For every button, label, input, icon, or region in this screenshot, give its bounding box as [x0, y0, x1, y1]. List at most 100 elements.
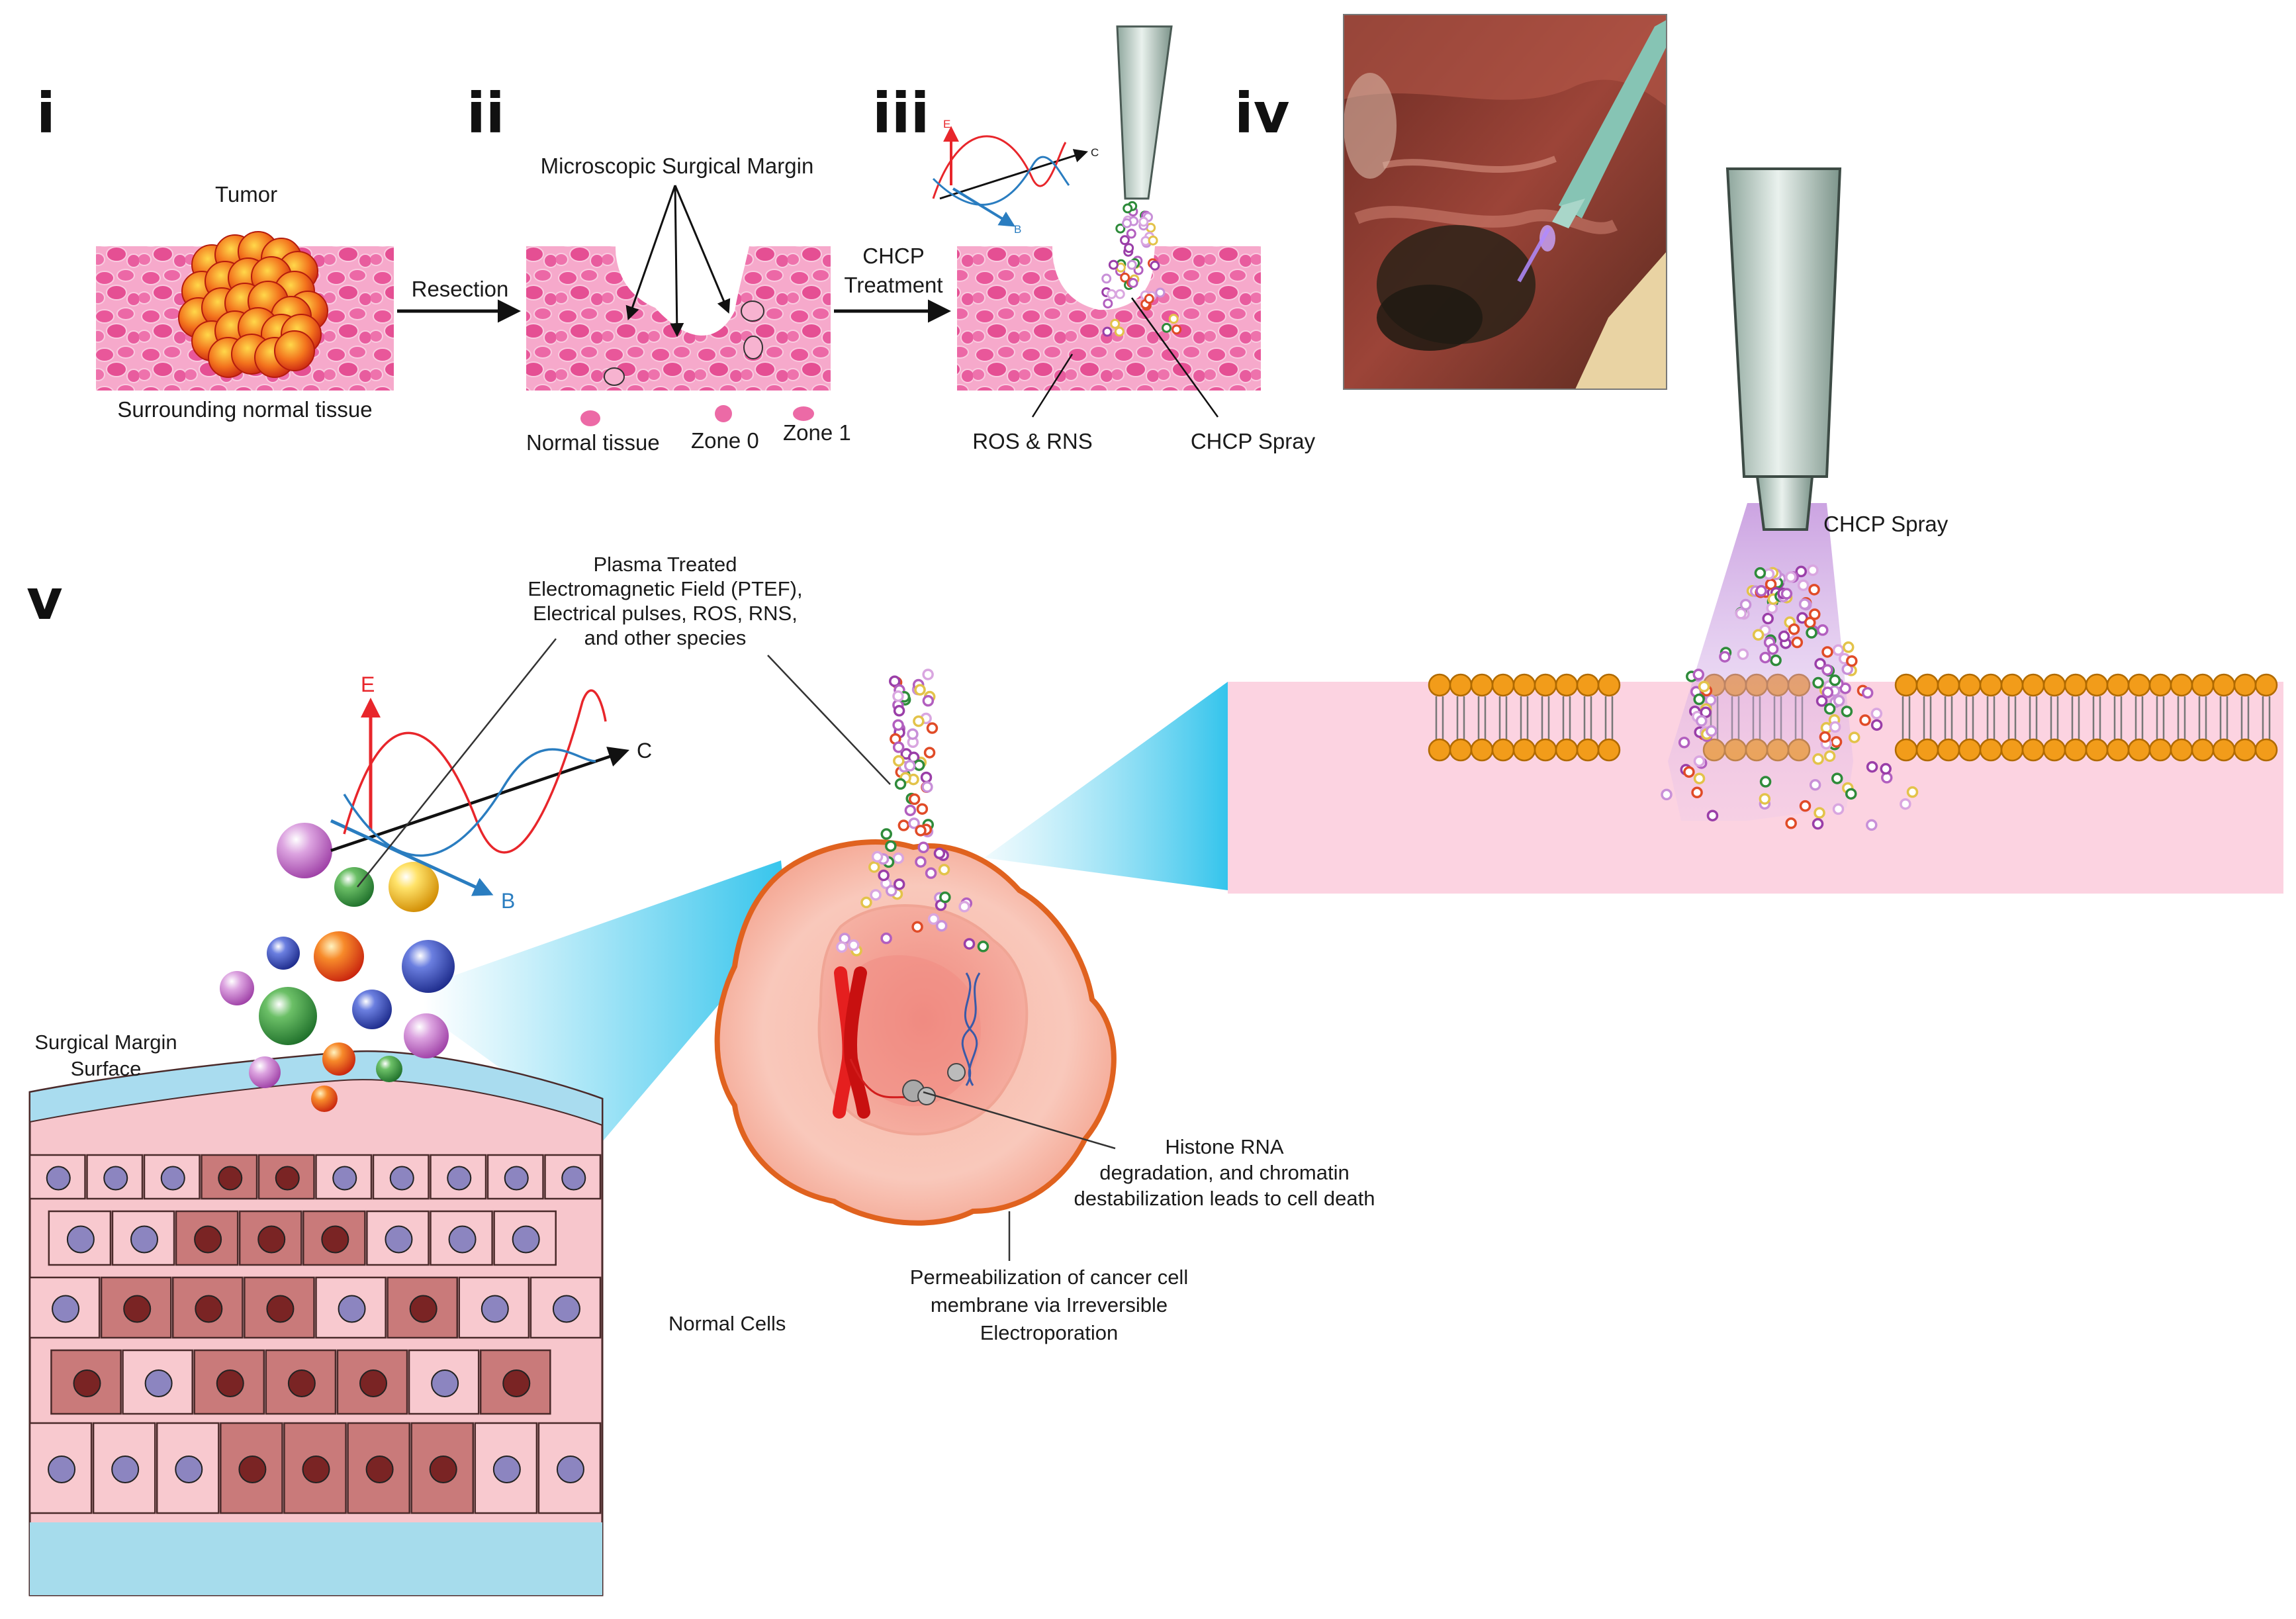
- chcp-spray-label-small: CHCP Spray: [1191, 429, 1316, 453]
- lipid-head: [2233, 673, 2257, 697]
- species-particle: [1821, 664, 1833, 676]
- cell-nucleus: [195, 1295, 223, 1323]
- svg-text:Normal tissue: Normal tissue: [526, 430, 660, 455]
- plasma-species-cloud: [220, 823, 455, 1112]
- lipid-head: [1915, 673, 1939, 697]
- species-particle: [1696, 715, 1708, 727]
- lipid-head: [1958, 673, 1982, 697]
- species-particle: [1809, 608, 1821, 620]
- species-particle: [1759, 793, 1771, 805]
- species-particle: [1128, 277, 1138, 288]
- cell-nucleus: [287, 1369, 316, 1397]
- species-particle: [1120, 272, 1130, 283]
- species-particle: [1115, 289, 1125, 299]
- chromatin-cluster: [902, 1063, 966, 1105]
- cell-nucleus: [385, 1225, 413, 1254]
- species-particle: [1759, 776, 1772, 788]
- lipid-head: [2106, 738, 2130, 762]
- lipid-head: [2000, 738, 2024, 762]
- margin-pointer-1: [625, 185, 676, 320]
- cell-nucleus: [73, 1369, 101, 1397]
- cell-nucleus: [409, 1295, 437, 1323]
- species-particle: [958, 900, 970, 913]
- chcp-arrow-label-2: Treatment: [844, 273, 942, 297]
- cell-nucleus: [216, 1369, 244, 1397]
- species-particle: [907, 728, 919, 740]
- species-particle: [1698, 680, 1710, 692]
- species-particle: [1788, 623, 1800, 635]
- species-particle: [933, 847, 946, 860]
- plasma-species-ball: [259, 987, 317, 1045]
- cell-nucleus: [321, 1225, 349, 1254]
- species-particle: [1791, 636, 1804, 649]
- species-particle: [1807, 564, 1819, 577]
- species-particle: [1767, 643, 1779, 655]
- species-particle: [1678, 737, 1690, 749]
- species-particle: [1778, 630, 1790, 643]
- species-particle: [836, 941, 848, 953]
- species-particle: [1126, 228, 1136, 239]
- species-particle: [1148, 235, 1158, 246]
- cancer-cell: [714, 839, 1117, 1226]
- svg-text:Zone 0: Zone 0: [691, 428, 759, 453]
- species-particle: [880, 932, 892, 945]
- cell-nucleus: [338, 1295, 366, 1323]
- species-particle: [1812, 817, 1824, 830]
- species-particle: [1785, 817, 1797, 829]
- cell-nucleus: [552, 1295, 580, 1323]
- species-particle: [1150, 260, 1160, 271]
- svg-text:C: C: [1091, 146, 1099, 159]
- species-particle: [1737, 648, 1749, 661]
- permeab-label-2: membrane via Irreversible: [931, 1293, 1168, 1317]
- microscopic-margin-label: Microscopic Surgical Margin: [541, 154, 814, 178]
- species-particle: [1683, 766, 1695, 778]
- species-particle: [1155, 287, 1166, 298]
- species-particle: [1108, 259, 1119, 270]
- spray-pointer: [1130, 297, 1219, 418]
- species-particle: [1692, 669, 1705, 680]
- species-particle: [913, 715, 925, 727]
- species-particle: [1719, 651, 1731, 663]
- species-particle: [1706, 810, 1719, 821]
- species-particle: [1780, 588, 1793, 600]
- species-particle: [1870, 719, 1883, 731]
- species-particle: [925, 867, 937, 879]
- cell-nucleus: [512, 1225, 540, 1254]
- surgical-margin-label-1: Surgical Margin: [34, 1031, 177, 1054]
- species-particle: [1900, 798, 1911, 810]
- cell-nucleus: [481, 1295, 509, 1323]
- species-particle: [1823, 703, 1836, 715]
- lipid-head: [2191, 738, 2215, 762]
- cell-nucleus: [332, 1166, 357, 1191]
- species-particle: [1124, 243, 1134, 254]
- species-particle: [1759, 651, 1771, 664]
- species-particle: [1812, 676, 1824, 689]
- species-particle: [878, 869, 890, 882]
- cell-nucleus: [111, 1456, 140, 1483]
- cell-nucleus: [194, 1225, 222, 1254]
- species-particle: [1693, 693, 1705, 706]
- species-particle: [1122, 218, 1132, 228]
- lipid-head: [2191, 673, 2215, 697]
- species-particle: [897, 819, 910, 831]
- species-particle: [1126, 259, 1137, 270]
- species-particle: [908, 793, 921, 806]
- species-particle: [1704, 694, 1717, 706]
- ptef-label-3: Electrical pulses, ROS, RNS,: [533, 602, 798, 625]
- histone-label-1: Histone RNA: [1165, 1135, 1283, 1158]
- normal-cells-label: Normal Cells: [668, 1312, 786, 1335]
- lipid-head: [1449, 673, 1473, 697]
- normal-tissue-block: [28, 1050, 604, 1596]
- species-particle: [1870, 708, 1883, 719]
- plasma-species-ball: [404, 1013, 449, 1058]
- species-particle: [1880, 763, 1892, 775]
- cell-nucleus: [359, 1369, 387, 1397]
- cell-nucleus: [492, 1456, 521, 1483]
- species-particle: [1830, 736, 1843, 748]
- histone-label-3: destabilization leads to cell death: [1074, 1187, 1375, 1210]
- lipid-head: [2254, 738, 2278, 762]
- tumor-mass: [178, 231, 328, 378]
- chcp-arrow-label-1: CHCP: [862, 244, 925, 268]
- species-particle: [892, 690, 904, 702]
- surgical-photo: [1344, 15, 1667, 389]
